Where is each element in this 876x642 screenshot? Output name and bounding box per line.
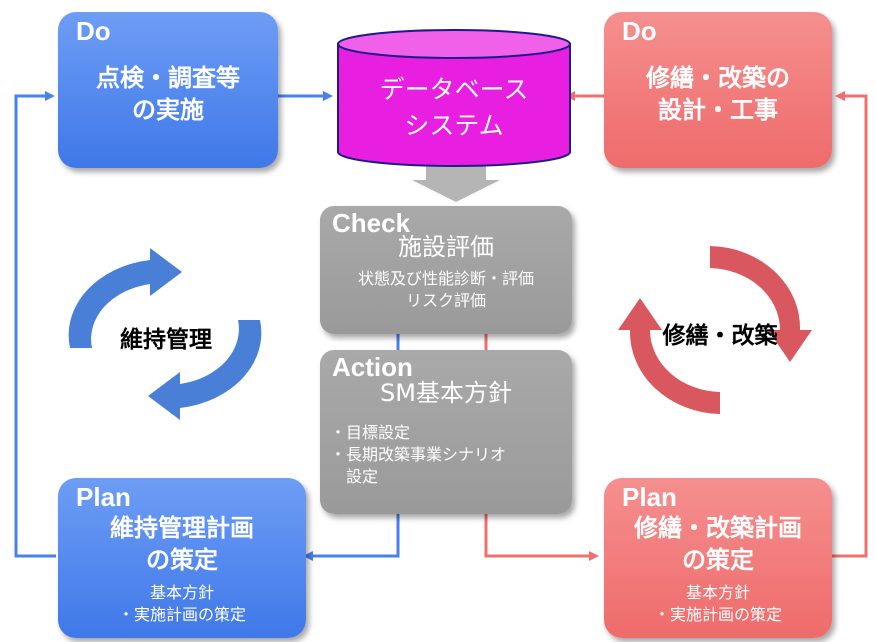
plan-right-box: Plan 修繕・改築計画 の策定 基本方針 ・実施計画の策定: [604, 478, 832, 638]
do-left-line1: 点検・調査等: [96, 64, 240, 92]
do-right-tag: Do: [622, 16, 657, 46]
action-to-plan-right-arrow: [484, 512, 599, 561]
do-right-line1: 修繕・改築の: [646, 64, 790, 92]
plan-left-line2: の策定: [146, 546, 218, 574]
database-system: データベース システム: [338, 72, 570, 144]
do-right-line2: 設計・工事: [658, 96, 778, 124]
plan-right-line4: ・実施計画の策定: [653, 605, 782, 624]
check-line1: 状態及び性能診断・評価: [357, 269, 534, 288]
database-cylinder: [337, 29, 571, 167]
check-title: 施設評価: [398, 233, 494, 261]
action-line2: ・長期改築事業シナリオ: [330, 445, 507, 464]
database-line2: システム: [404, 111, 504, 140]
right-loop-line: [832, 91, 868, 558]
plan-left-tag: Plan: [76, 482, 131, 512]
check-line2: リスク評価: [405, 291, 486, 310]
do-left-line2: の実施: [132, 96, 204, 124]
check-tag: Check: [332, 208, 411, 238]
action-title: SM基本方針: [380, 379, 512, 407]
cycle-right-arrows: [618, 246, 812, 414]
plan-left-line1: 維持管理計画: [110, 514, 254, 542]
plan-right-line2: の策定: [682, 546, 754, 574]
cycle-left-arrows: [68, 248, 262, 420]
database-line1: データベース: [379, 75, 529, 104]
cycle-left-label: 維持管理: [120, 327, 212, 353]
check-box: Check 施設評価 状態及び性能診断・評価 リスク評価: [320, 206, 572, 334]
action-line3: 設定: [346, 467, 379, 486]
plan-right-line3: 基本方針: [685, 583, 750, 602]
plan-right-line1: 修繕・改築計画: [634, 514, 802, 542]
action-box: Action SM基本方針 ・目標設定 ・長期改築事業シナリオ 設定: [320, 350, 572, 514]
plan-left-box: Plan 維持管理計画 の策定 基本方針 ・実施計画の策定: [58, 478, 306, 638]
plan-left-line4: ・実施計画の策定: [117, 605, 246, 624]
plan-left-line3: 基本方針: [149, 583, 214, 602]
plan-right-tag: Plan: [622, 482, 677, 512]
do-left-tag: Do: [76, 16, 111, 46]
db-to-check-arrow: [412, 164, 500, 202]
action-line1: ・目標設定: [330, 423, 411, 442]
left-loop-line: [14, 91, 56, 558]
do-left-box: Do 点検・調査等 の実施: [58, 12, 278, 168]
action-tag: Action: [332, 352, 413, 382]
action-to-plan-left-arrow: [303, 512, 400, 561]
cycle-right-label: 修繕・改築: [662, 323, 778, 349]
do-right-box: Do 修繕・改築の 設計・工事: [604, 12, 832, 168]
